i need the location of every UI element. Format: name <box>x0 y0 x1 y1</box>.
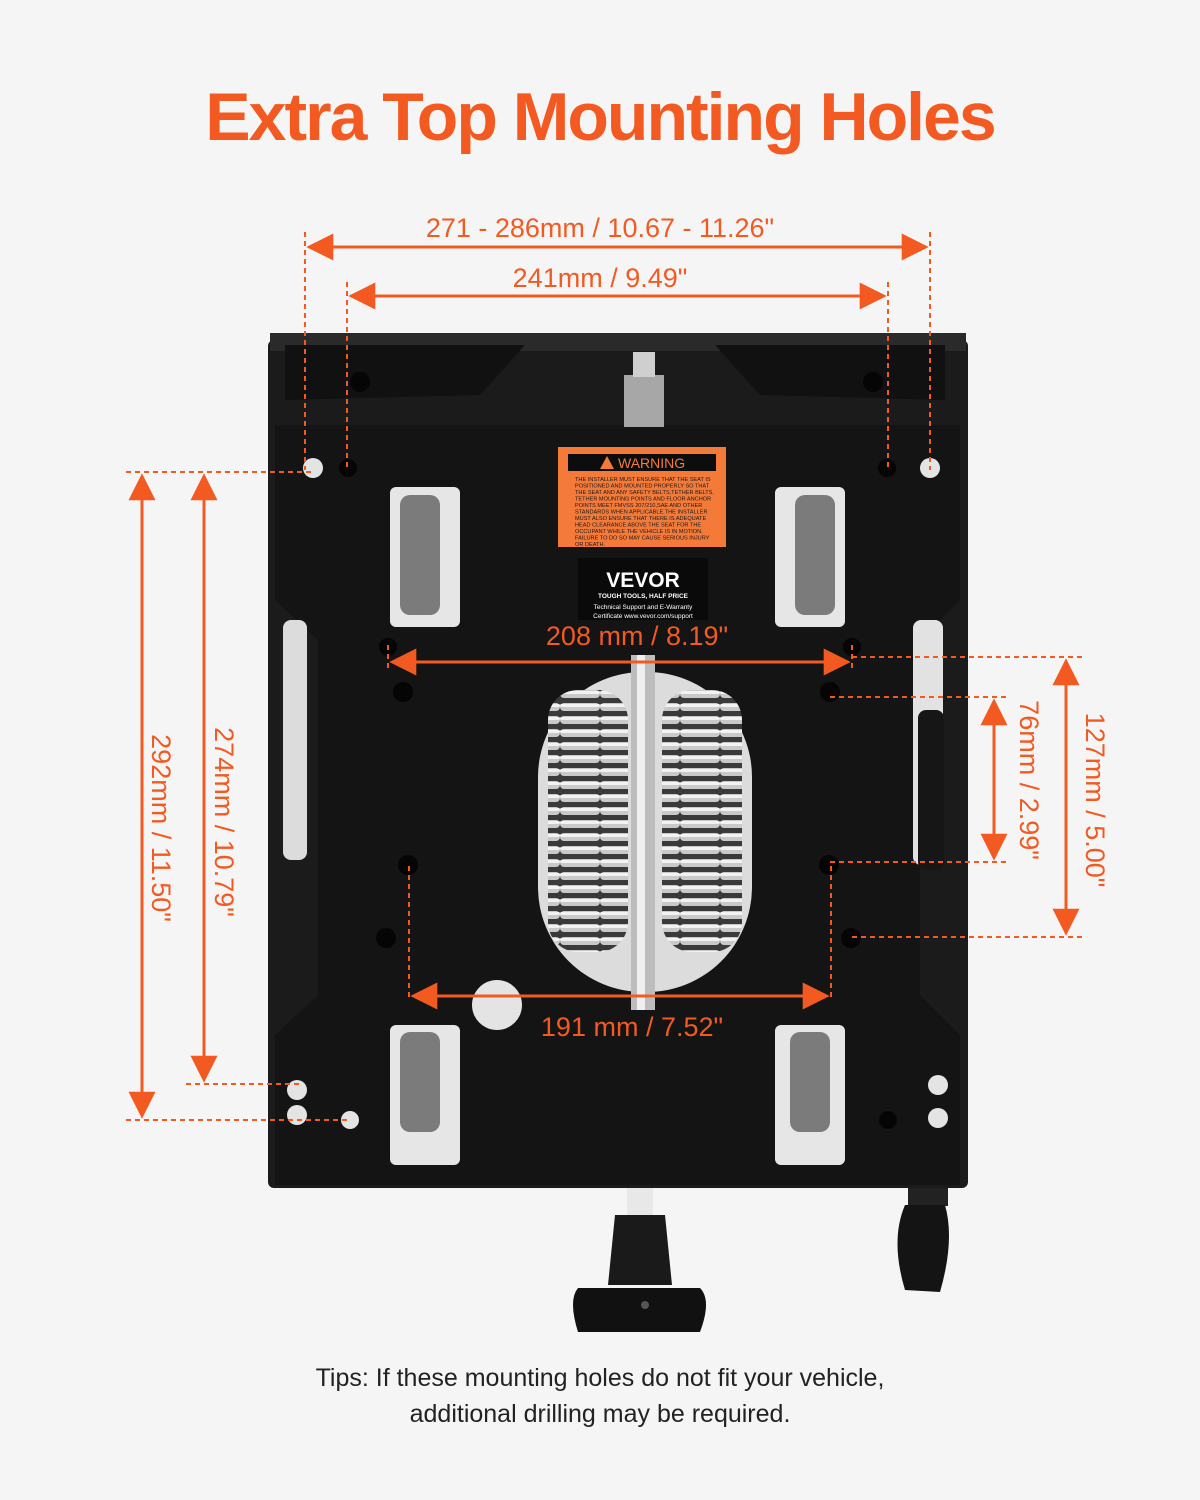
warning-line: FAILURE TO DO SO MAY CAUSE SERIOUS INJUR… <box>575 536 710 542</box>
slide-window-top-left <box>390 487 460 627</box>
dimension-arrows <box>128 233 1080 1119</box>
warning-line: STANDARDS WHEN APPLICABLE.THE INSTALLER <box>575 510 708 516</box>
slide-window-bottom-right <box>775 1025 845 1165</box>
dim-top-inner-label: 241mm / 9.49" <box>513 263 688 293</box>
slide-window-top-right <box>775 487 845 627</box>
page-title: Extra Top Mounting Holes <box>205 79 996 155</box>
tips-line-2: additional drilling may be required. <box>409 1400 791 1428</box>
dimension-labels: 271 - 286mm / 10.67 - 11.26" 241mm / 9.4… <box>146 213 1110 1044</box>
dimension-extension-lines <box>126 232 1082 1121</box>
dim-top-outer-label: 271 - 286mm / 10.67 - 11.26" <box>426 213 774 243</box>
warning-line: MUST ALSO ENSURE THAT THERE IS ADEQUATE <box>575 516 706 522</box>
slide-window-bottom-left <box>390 1025 460 1165</box>
warning-header: WARNING <box>618 455 685 471</box>
warning-line: POINTS MEET FMVSS 207/210,SAE AND OTHER <box>575 503 702 509</box>
dim-left-outer-label: 292mm / 11.50" <box>146 734 176 922</box>
installation-tips: Tips: If these mounting holes do not fit… <box>0 1360 1200 1432</box>
support-text: Technical Support and E-Warranty <box>594 604 694 611</box>
warning-line: TETHER MOUNTING POINTS AND FLOOR ANCHOR <box>575 497 711 503</box>
brand-logo: VEVOR <box>606 569 680 592</box>
dim-mid-width-label: 208 mm / 8.19" <box>546 621 728 651</box>
adjustment-knob <box>573 1188 706 1332</box>
dim-right-outer-label: 127mm / 5.00" <box>1080 713 1110 888</box>
support-url: Certificate www.vevor.com/support <box>593 613 693 620</box>
warning-line: HEAD CLEARANCE ABOVE THE SEAT FOR THE <box>575 523 701 529</box>
warning-label: WARNING THE INSTALLER MUST ENSURE THAT T… <box>558 447 726 548</box>
warning-line: OCCUPANT WHILE THE VEHICLE IS IN MOTION. <box>575 529 703 535</box>
warning-line: OR DEATH. <box>575 542 605 548</box>
dim-bottom-width-label: 191 mm / 7.52" <box>541 1012 723 1042</box>
suspension-spring <box>538 655 752 1010</box>
slide-release-handle <box>897 710 949 1292</box>
warning-line: THE SEAT AND ANY SAFETY BELTS,TETHER BEL… <box>575 490 714 496</box>
brand-sticker: VEVOR TOUGH TOOLS, HALF PRICE Technical … <box>578 558 708 620</box>
brand-tagline: TOUGH TOOLS, HALF PRICE <box>598 593 689 600</box>
tips-line-1: Tips: If these mounting holes do not fit… <box>315 1364 885 1392</box>
warning-line: POSITIONED AND MOUNTED PROPERLY SO THAT <box>575 484 710 490</box>
dim-right-inner-label: 76mm / 2.99" <box>1014 700 1044 860</box>
warning-line: THE INSTALLER MUST ENSURE THAT THE SEAT … <box>575 477 711 483</box>
dim-left-inner-label: 274mm / 10.79" <box>209 727 239 917</box>
